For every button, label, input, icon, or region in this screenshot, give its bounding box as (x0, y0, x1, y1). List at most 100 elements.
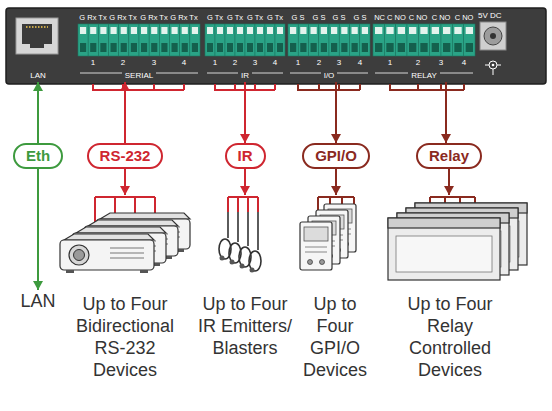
wire-slot (247, 43, 253, 52)
terminal-pin (384, 24, 395, 56)
arrowhead (441, 134, 451, 143)
arrowhead (120, 82, 130, 91)
signal-name: RS-232 (100, 147, 151, 165)
terminal-pin (452, 24, 463, 56)
section-label-holder: SERIAL (76, 68, 202, 80)
terminal-pin (288, 24, 298, 56)
terminal-pin (78, 24, 88, 56)
terminal-pin (339, 24, 349, 56)
screw-hole (247, 27, 253, 34)
screw-hole (454, 27, 461, 34)
screw-hole (443, 27, 450, 34)
wire-slot (398, 43, 405, 52)
terminal-pin (255, 24, 265, 56)
terminal-blocks (78, 24, 475, 56)
arrowhead (33, 281, 43, 290)
wire-slot (311, 43, 317, 52)
terminal-pin (319, 24, 329, 56)
device-caption: Up to Four Bidirectional RS-232 Devices (66, 293, 184, 381)
port-section: IR (203, 12, 287, 82)
wire-slot (141, 43, 147, 52)
connector-line (37, 169, 39, 290)
screw-hole (362, 27, 368, 34)
terminal-pin (180, 24, 190, 56)
screw-hole (398, 27, 405, 34)
connector (120, 82, 130, 143)
relay-devices (388, 197, 527, 280)
terminal-pin (275, 24, 285, 56)
port-number: 4 (273, 58, 277, 67)
screw-hole (227, 27, 233, 34)
terminal-pin (418, 24, 429, 56)
terminal-pin (309, 24, 319, 56)
signal-name: GPI/O (315, 147, 357, 165)
screw-hole (331, 27, 337, 34)
screw-hole (131, 27, 137, 34)
screw-hole (80, 27, 86, 34)
terminal-pin (215, 24, 225, 56)
pin-name: G Tx (247, 13, 263, 22)
screw-hole (161, 27, 167, 34)
pin-name: G Rx Tx (170, 13, 197, 22)
screw-hole (172, 27, 178, 34)
signal-pill: Relay (416, 143, 482, 169)
pin-name: C NO (455, 13, 474, 22)
section-label-holder: RELAY (372, 68, 476, 80)
wire-slot (331, 43, 337, 52)
screw-hole (290, 27, 296, 34)
screw-hole (90, 27, 96, 34)
section-label-holder: IR (203, 68, 287, 80)
wire-slot (192, 43, 198, 52)
port-section: RELAY (372, 12, 476, 82)
connector (120, 169, 130, 195)
dc-jack (480, 22, 506, 75)
port-number: 1 (296, 58, 300, 67)
terminal-pin (441, 24, 452, 56)
device-group: Up to Four Relay Controlled Devices (385, 195, 515, 381)
port-number: 3 (253, 58, 257, 67)
device-group: Up to Four Bidirectional RS-232 Devices (60, 195, 190, 381)
port-number: 4 (182, 58, 186, 67)
port-number: 2 (317, 58, 321, 67)
screw-hole (311, 27, 317, 34)
wire-slot (151, 43, 157, 52)
pin-name: NC C NO (374, 13, 406, 22)
terminal-pin (190, 24, 200, 56)
wire-slot (466, 43, 473, 52)
pin-name: G S (313, 13, 326, 22)
device-caption: Up to Four GPI/O Devices (295, 293, 375, 381)
screw-hole (432, 27, 439, 34)
signal-pill: RS-232 (87, 143, 164, 169)
pin-name: G S (292, 13, 305, 22)
terminal-pin (350, 24, 360, 56)
terminal-pin (98, 24, 108, 56)
wire-slot (131, 43, 137, 52)
screw-hole (237, 27, 243, 34)
wire-slot (111, 43, 117, 52)
port-section: SERIAL (76, 12, 202, 82)
terminal-pin (170, 24, 180, 56)
wire-slot (257, 43, 263, 52)
terminal-pin (329, 24, 339, 56)
device-group: Up to Four GPI/O Devices (295, 195, 375, 381)
terminal-pin (265, 24, 275, 56)
connector (444, 169, 454, 195)
wire-slot (207, 43, 213, 52)
device-caption: LAN (13, 290, 63, 312)
connector (240, 82, 250, 143)
terminal-pin (373, 24, 384, 56)
terminal-pin (159, 24, 169, 56)
power-label: 5V DC (478, 11, 502, 20)
device-panel (6, 8, 546, 84)
terminal-pin (464, 24, 475, 56)
terminal-pin (235, 24, 245, 56)
wire-slot (432, 43, 439, 52)
wire-slot (80, 43, 86, 52)
arrowhead (444, 186, 454, 195)
pin-name: G Rx Tx (79, 13, 106, 22)
wire-slot (172, 43, 178, 52)
signal-name: Relay (429, 147, 469, 165)
pin-name: G S (333, 13, 346, 22)
terminal-pin (225, 24, 235, 56)
